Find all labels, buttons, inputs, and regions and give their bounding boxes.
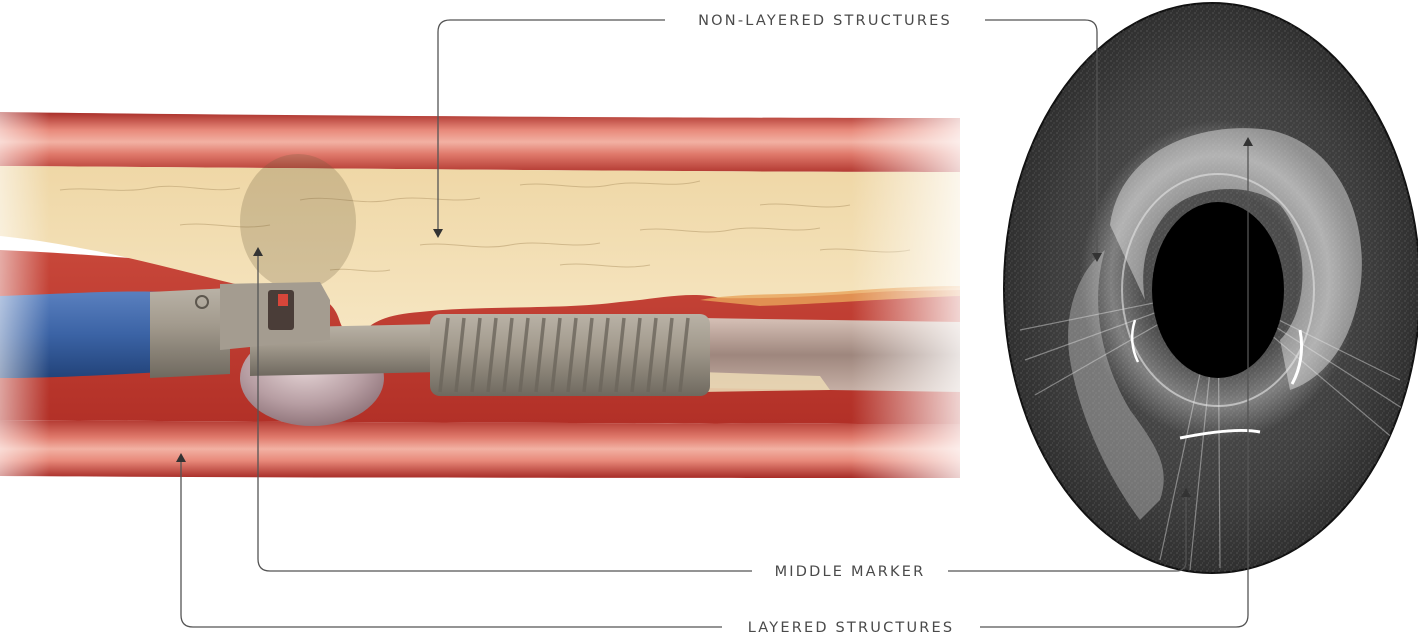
label-non-layered-structures: NON-LAYERED STRUCTURES — [698, 13, 952, 29]
vessel-fade — [0, 100, 990, 500]
oct-lumen — [1152, 202, 1284, 378]
label-layered-structures: LAYERED STRUCTURES — [748, 620, 955, 636]
oct-image — [1000, 0, 1418, 580]
label-middle-marker: MIDDLE MARKER — [775, 564, 926, 580]
